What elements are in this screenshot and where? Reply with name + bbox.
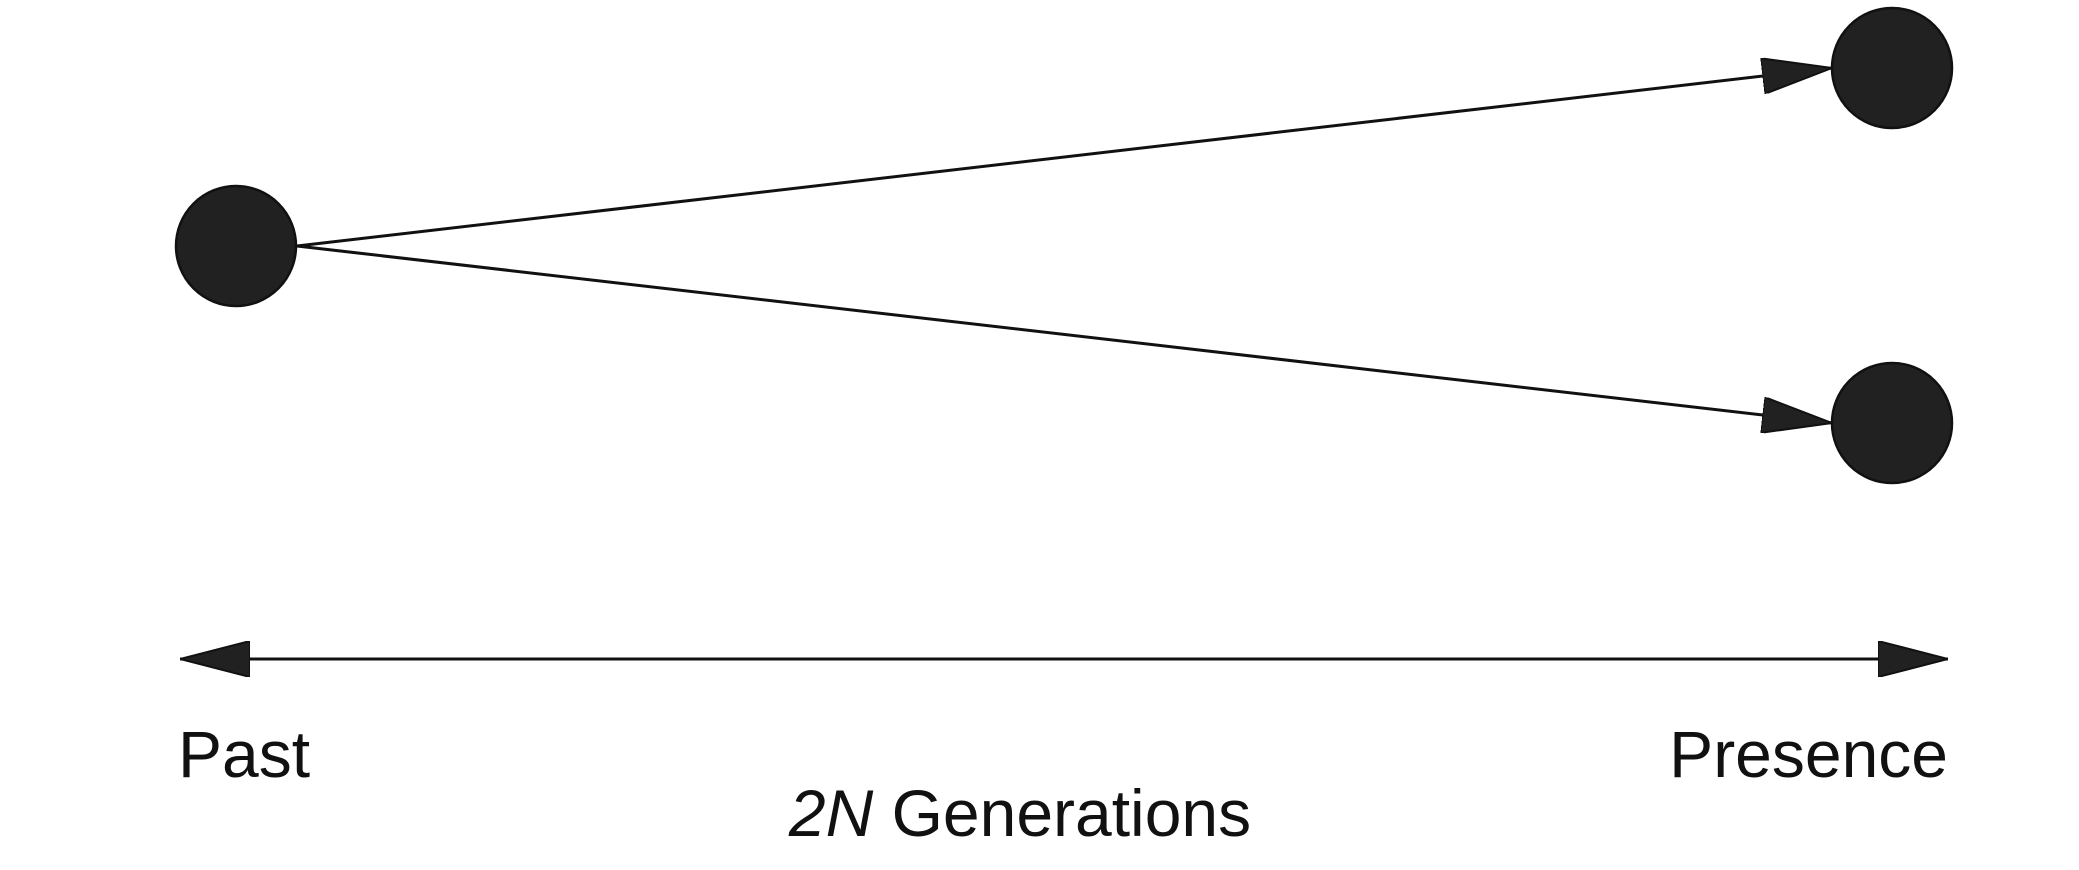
descendant-node-bottom xyxy=(1830,361,1954,485)
timeline-presence-label: Presence xyxy=(1669,717,1948,791)
generations-span-prefix: 2N xyxy=(788,776,874,850)
edge-ancestor-to-descendant-bottom xyxy=(296,244,1832,423)
generations-span-suffix: Generations xyxy=(873,776,1251,850)
ancestor-node xyxy=(174,184,298,308)
edge-ancestor-to-descendant-top xyxy=(296,68,1832,248)
generations-span-label: 2N Generations xyxy=(788,776,1251,850)
timeline-past-label: Past xyxy=(178,717,310,791)
descendant-node-top xyxy=(1830,6,1954,130)
